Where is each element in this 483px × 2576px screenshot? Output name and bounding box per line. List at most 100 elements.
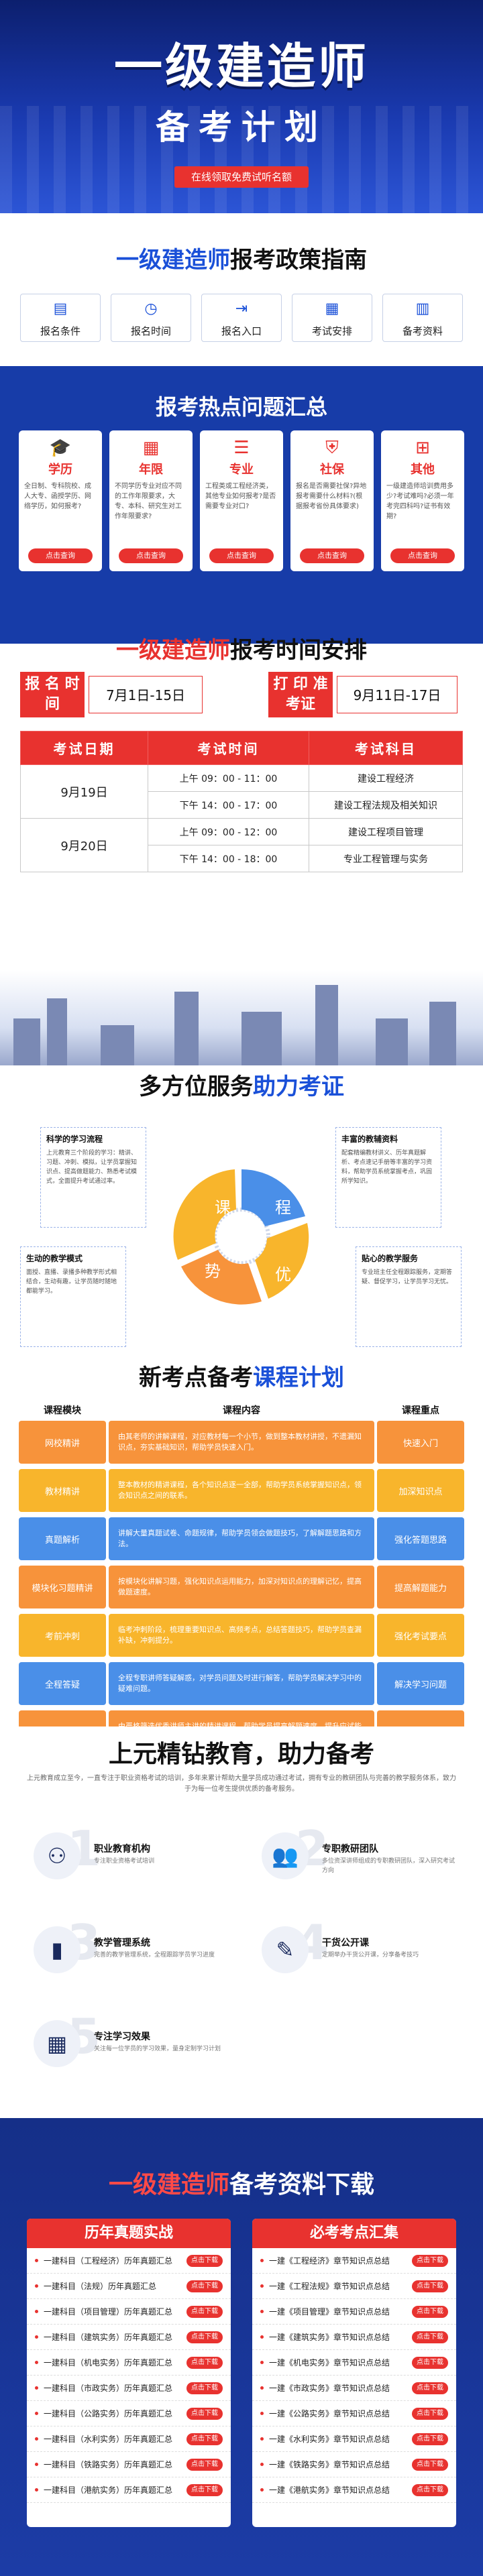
download-button[interactable]: 点击下载 <box>186 2433 223 2445</box>
download-item-label: 一建《工程经济》章节知识点总结 <box>269 2256 390 2266</box>
exam-date: 9月20日 <box>20 818 148 872</box>
query-button[interactable]: 点击查询 <box>300 548 364 563</box>
service-box-materials: 丰富的教辅资料配套精编教材讲义、历年真题解析、考点速记手册等丰富的学习资料，帮助… <box>335 1127 441 1228</box>
download-item-label: 一建科目（机电实务）历年真题汇总 <box>44 2358 173 2367</box>
schedule-title: 一级建造师报考时间安排 <box>0 632 483 664</box>
download-button[interactable]: 点击下载 <box>412 2458 448 2471</box>
download-box-key-points: 必考考点汇集 一建《工程经济》章节知识点总结点击下载一建《工程法规》章节知识点总… <box>252 2219 456 2527</box>
bullet-icon <box>260 2488 264 2492</box>
download-button[interactable]: 点击下载 <box>412 2433 448 2445</box>
list-icon: ☰ <box>233 438 250 458</box>
query-button[interactable]: 点击查询 <box>28 548 93 563</box>
shield-icon: ⛨ <box>325 438 339 458</box>
header-module: 课程模块 <box>44 1405 81 1416</box>
download-item-label: 一建《铁路实务》章节知识点总结 <box>269 2460 390 2469</box>
calendar-icon: ▦ <box>325 300 339 317</box>
exam-time: 上午 09：00 - 12：00 <box>148 818 309 845</box>
download-button[interactable]: 点击下载 <box>186 2254 223 2267</box>
download-row: 一建《工程经济》章节知识点总结 点击下载 <box>252 2248 456 2274</box>
course-point: 快速入门 <box>377 1421 464 1464</box>
course-module: 真题解析 <box>19 1517 106 1560</box>
download-button[interactable]: 点击下载 <box>186 2331 223 2343</box>
policy-item-conditions[interactable]: ▤报名条件 <box>20 294 101 342</box>
download-button[interactable]: 点击下载 <box>412 2382 448 2394</box>
card-name: 其他 <box>411 463 435 477</box>
course-module: 全程答疑 <box>19 1662 106 1705</box>
course-table: 课程模块 课程内容 课程重点 网校精讲由其老师的讲解课程，对应教材每一个小节，做… <box>19 1401 464 1726</box>
policy-item-entry[interactable]: ⇥报名入口 <box>201 294 282 342</box>
download-row: 一建科目（公路实务）历年真题汇总点击下载 <box>27 2401 231 2426</box>
download-button[interactable]: 点击下载 <box>412 2254 448 2267</box>
download-button[interactable]: 点击下载 <box>412 2305 448 2318</box>
download-button[interactable]: 点击下载 <box>186 2407 223 2420</box>
download-title-rest: 备考资料下载 <box>229 2171 375 2199</box>
download-title-highlight: 一级建造师 <box>108 2171 229 2199</box>
card-desc: 报名是否需要社保?异地报考需要什么材料?(根据报考省份具体要求) <box>296 483 367 510</box>
download-button[interactable]: 点击下载 <box>412 2407 448 2420</box>
hot-title: 报考热点问题汇总 <box>155 394 327 420</box>
download-row: 一建《铁路实务》章节知识点总结 点击下载 <box>252 2452 456 2477</box>
download-row: 一建科目（法规）历年真题汇总点击下载 <box>27 2274 231 2299</box>
segment-yellow <box>255 1223 309 1299</box>
download-button[interactable]: 点击下载 <box>412 2331 448 2343</box>
download-button[interactable]: 点击下载 <box>186 2382 223 2394</box>
card-name: 学历 <box>48 463 72 477</box>
download-button[interactable]: 点击下载 <box>186 2305 223 2318</box>
query-button[interactable]: 点击查询 <box>209 548 274 563</box>
hot-card-other: ⊞ 其他一级建造师培训费用多少?考试难吗?必须一年考完四科吗?证书有效期? 点击查询 <box>381 430 464 571</box>
policy-item-time[interactable]: ◷报名时间 <box>111 294 191 342</box>
course-row: 模块化习题精讲按模块化讲解习题，强化知识点运用能力，加深对知识点的理解记忆，提高… <box>19 1566 464 1608</box>
edu-item-desc: 定期举办干货公开课，分享备考技巧 <box>322 1952 419 1958</box>
header-content: 课程内容 <box>223 1405 260 1416</box>
book-icon: ▥ <box>415 300 430 317</box>
download-button[interactable]: 点击下载 <box>412 2280 448 2292</box>
download-item-label: 一建科目（建筑实务）历年真题汇总 <box>44 2333 173 2342</box>
course-point: 帮助把握考点 <box>377 1710 464 1726</box>
policy-item-materials[interactable]: ▥备考资料 <box>382 294 463 342</box>
download-item-label: 一建《机电实务》章节知识点总结 <box>269 2358 390 2367</box>
center-char-3: 优 <box>275 1265 291 1284</box>
education-section: 上元精钻教育，助力备考 上元教育成立至今，一直专注于职业资格考试的培训，多年来累… <box>0 1726 483 2118</box>
hot-card-education: 🎓学历全日制、专科院校、成人大专、函授学历、网络学历，如何报考?点击查询 <box>19 430 102 571</box>
print-ticket-label: 打 印 准考证 <box>268 672 333 717</box>
download-item-label: 一建《项目管理》章节知识点总结 <box>269 2307 390 2317</box>
query-button[interactable]: 点击查询 <box>119 548 183 563</box>
schedule-section: 一级建造师报考时间安排 报 名 时 间 7月1日-15日 打 印 准考证 9月1… <box>0 637 483 970</box>
download-row: 一建科目（港航实务）历年真题汇总点击下载 <box>27 2477 231 2503</box>
download-button[interactable]: 点击下载 <box>186 2483 223 2496</box>
bullet-icon <box>35 2463 38 2466</box>
download-button[interactable]: 点击下载 <box>412 2483 448 2496</box>
download-button[interactable]: 点击下载 <box>186 2280 223 2292</box>
card-name: 社保 <box>320 463 344 477</box>
service-box-title: 丰富的教辅资料 <box>341 1134 398 1144</box>
download-button[interactable]: 点击下载 <box>412 2356 448 2369</box>
download-button[interactable]: 点击下载 <box>186 2458 223 2471</box>
query-button[interactable]: 点击查询 <box>390 548 455 563</box>
course-point: 强化答题思路 <box>377 1517 464 1560</box>
edu-item: 2👥专职教研团队多位资深讲师组成的专职教研团队，深入研究考试方向 <box>262 1820 463 1901</box>
download-row: 一建《机电实务》章节知识点总结 点击下载 <box>252 2350 456 2376</box>
free-trial-button[interactable]: 在线领取免费试听名额 <box>174 166 309 188</box>
edu-intro: 上元教育成立至今，一直专注于职业资格考试的培训，多年来累计帮助大量学员成功通过考… <box>27 1775 456 1793</box>
segment-blue <box>241 1169 305 1226</box>
service-box-desc: 专业班主任全程跟踪服务，定期答疑、督促学习，让学员学习无忧。 <box>362 1269 453 1285</box>
download-box-title: 必考考点汇集 <box>252 2219 456 2248</box>
building-shape <box>241 1012 282 1065</box>
segment-yellow-2 <box>173 1169 236 1260</box>
edu-item-title: 教学管理系统 <box>94 1938 150 1948</box>
download-box-title: 历年真题实战 <box>27 2219 231 2248</box>
grid-icon: ⊞ <box>415 438 430 458</box>
entry-icon: ⇥ <box>235 300 248 317</box>
exam-time: 上午 09：00 - 11：00 <box>148 764 309 792</box>
segment-orange <box>181 1250 262 1305</box>
edu-item-desc: 多位资深讲师组成的专职教研团队，深入研究考试方向 <box>322 1858 455 1874</box>
hot-cards: 🎓学历全日制、专科院校、成人大专、函授学历、网络学历，如何报考?点击查询 ▦年限… <box>19 430 464 571</box>
bullet-icon <box>35 2335 38 2339</box>
download-button[interactable]: 点击下载 <box>186 2356 223 2369</box>
policy-item-schedule[interactable]: ▦考试安排 <box>292 294 372 342</box>
card-desc: 一级建造师培训费用多少?考试难吗?必须一年考完四科吗?证书有效期? <box>386 483 454 520</box>
course-point: 解决学习问题 <box>377 1662 464 1705</box>
download-row: 一建《水利实务》章节知识点总结点击下载 <box>252 2426 456 2452</box>
